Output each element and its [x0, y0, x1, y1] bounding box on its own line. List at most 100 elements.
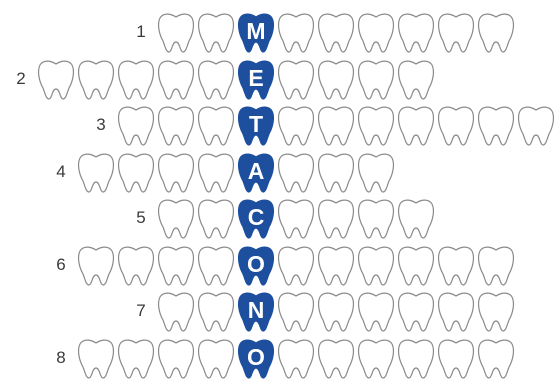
answer-cell[interactable]	[157, 105, 195, 147]
answer-cell[interactable]	[357, 338, 395, 380]
answer-cell[interactable]	[117, 245, 155, 287]
answer-cell[interactable]	[397, 245, 435, 287]
answer-cell[interactable]	[157, 245, 195, 287]
answer-cell[interactable]	[77, 59, 115, 101]
answer-cell[interactable]	[317, 105, 355, 147]
answer-cell[interactable]	[117, 338, 155, 380]
answer-cell[interactable]	[397, 338, 435, 380]
tooth-path	[479, 340, 514, 378]
tooth-shape	[117, 105, 155, 147]
tooth-path	[319, 154, 354, 192]
answer-cell[interactable]	[357, 59, 395, 101]
answer-cell[interactable]	[517, 105, 555, 147]
tooth-shape	[117, 245, 155, 287]
answer-cell[interactable]	[77, 338, 115, 380]
answer-cell[interactable]	[357, 245, 395, 287]
answer-cell[interactable]	[437, 12, 475, 54]
answer-cell[interactable]	[77, 245, 115, 287]
tooth-path	[399, 61, 434, 99]
tooth-shape	[357, 291, 395, 333]
tooth-shape	[77, 152, 115, 194]
tooth-path	[479, 14, 514, 52]
answer-cell[interactable]	[117, 59, 155, 101]
answer-cell[interactable]	[157, 291, 195, 333]
answer-cell[interactable]	[477, 105, 515, 147]
answer-cell[interactable]	[277, 105, 315, 147]
answer-cell[interactable]	[157, 338, 195, 380]
answer-cell[interactable]	[117, 105, 155, 147]
row-number: 2	[11, 69, 31, 89]
answer-cell[interactable]	[277, 12, 315, 54]
answer-cell[interactable]	[357, 198, 395, 240]
tooth-path	[159, 340, 194, 378]
answer-cell[interactable]	[397, 105, 435, 147]
answer-cell[interactable]	[477, 338, 515, 380]
tooth-shape	[317, 291, 355, 333]
tooth-path	[439, 247, 474, 285]
answer-cell[interactable]	[437, 338, 475, 380]
tooth-shape	[357, 12, 395, 54]
tooth-path	[159, 14, 194, 52]
tooth-shape	[117, 338, 155, 380]
tooth-path	[359, 61, 394, 99]
tooth-shape	[197, 338, 235, 380]
answer-cell[interactable]	[157, 152, 195, 194]
answer-cell[interactable]	[477, 291, 515, 333]
answer-cell[interactable]	[37, 59, 75, 101]
answer-cell[interactable]	[317, 59, 355, 101]
answer-cell[interactable]	[357, 105, 395, 147]
row-number: 5	[131, 208, 151, 228]
answer-cell[interactable]	[397, 198, 435, 240]
answer-cell[interactable]	[437, 245, 475, 287]
tooth-shape	[357, 59, 395, 101]
tooth-shape	[477, 105, 515, 147]
answer-cell[interactable]	[397, 291, 435, 333]
answer-cell[interactable]	[197, 105, 235, 147]
answer-cell[interactable]	[317, 12, 355, 54]
answer-cell[interactable]	[197, 59, 235, 101]
answer-cell[interactable]	[397, 59, 435, 101]
answer-cell[interactable]	[277, 245, 315, 287]
answer-cell[interactable]	[277, 152, 315, 194]
tooth-shape	[197, 245, 235, 287]
answer-cell[interactable]	[437, 105, 475, 147]
tooth-shape	[317, 245, 355, 287]
answer-cell[interactable]	[197, 291, 235, 333]
tooth-path	[399, 340, 434, 378]
tooth-shape	[277, 59, 315, 101]
answer-cell[interactable]	[477, 12, 515, 54]
answer-cell[interactable]	[317, 338, 355, 380]
answer-cell[interactable]	[277, 198, 315, 240]
answer-cell[interactable]	[357, 291, 395, 333]
answer-cell[interactable]	[317, 198, 355, 240]
answer-cell[interactable]	[317, 245, 355, 287]
tooth-path	[479, 107, 514, 145]
answer-cell[interactable]	[117, 152, 155, 194]
answer-cell[interactable]	[317, 291, 355, 333]
answer-cell[interactable]	[197, 338, 235, 380]
answer-cell[interactable]	[197, 12, 235, 54]
tooth-shape	[397, 12, 435, 54]
answer-cell[interactable]	[77, 152, 115, 194]
answer-cell[interactable]	[437, 291, 475, 333]
key-letter: N	[237, 297, 275, 323]
row-number: 1	[131, 22, 151, 42]
answer-cell[interactable]	[397, 12, 435, 54]
answer-cell[interactable]	[157, 59, 195, 101]
answer-cell[interactable]	[357, 12, 395, 54]
answer-cell[interactable]	[197, 245, 235, 287]
tooth-shape	[317, 12, 355, 54]
answer-cell[interactable]	[357, 152, 395, 194]
answer-cell[interactable]	[277, 59, 315, 101]
answer-cell[interactable]	[197, 198, 235, 240]
tooth-path	[79, 154, 114, 192]
tooth-shape	[277, 152, 315, 194]
answer-cell[interactable]	[157, 12, 195, 54]
answer-cell[interactable]	[477, 245, 515, 287]
answer-cell[interactable]	[277, 291, 315, 333]
answer-cell[interactable]	[277, 338, 315, 380]
answer-cell[interactable]	[157, 198, 195, 240]
key-letter: C	[237, 204, 275, 230]
answer-cell[interactable]	[197, 152, 235, 194]
answer-cell[interactable]	[317, 152, 355, 194]
